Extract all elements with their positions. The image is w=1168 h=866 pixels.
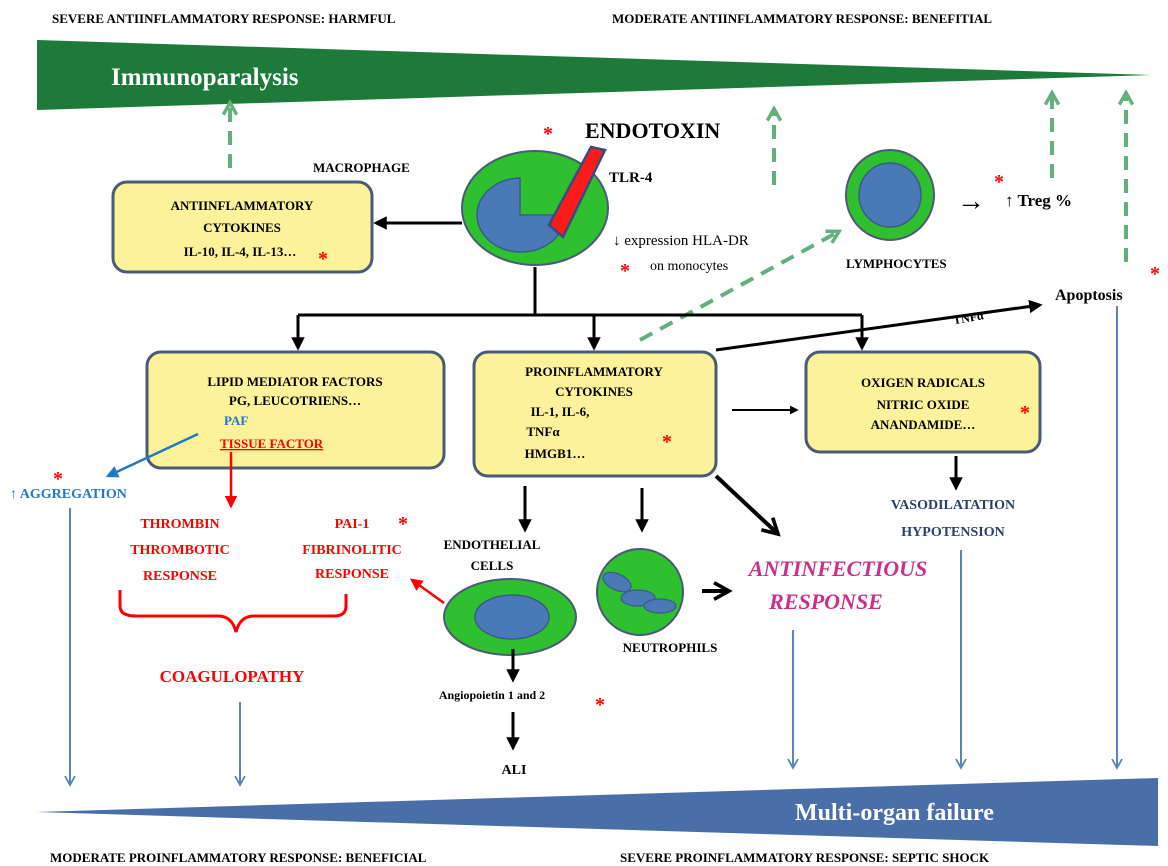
antinfectious-line2: RESPONSE bbox=[768, 589, 883, 614]
endothelial-nucleus bbox=[474, 594, 550, 640]
angiopoietin-label: Angiopoietin 1 and 2 bbox=[439, 688, 545, 702]
bottom-right-heading: SEVERE PROINFLAMMATORY RESPONSE: SEPTIC … bbox=[620, 850, 990, 865]
immunoparalysis-label: Immunoparalysis bbox=[111, 64, 299, 91]
asterisk-hla: * bbox=[620, 260, 630, 282]
tissue-factor-label: TISSUE FACTOR bbox=[220, 436, 324, 451]
antiinflammatory-line2: CYTOKINES bbox=[203, 220, 281, 235]
hla-dr-line1: ↓ expression HLA-DR bbox=[613, 233, 749, 249]
treg-label: ↑ Treg % bbox=[1005, 191, 1072, 210]
antinfectious-line1: ANTINFECTIOUS bbox=[747, 556, 927, 581]
antiinflammatory-line1: ANTIINFLAMMATORY bbox=[171, 198, 314, 213]
macrophage-nucleus bbox=[476, 177, 566, 253]
asterisk-pai1: * bbox=[398, 513, 408, 535]
pro-to-antinfectious-arrow bbox=[714, 474, 778, 534]
aggregation-label: ↑ AGGREGATION bbox=[10, 487, 127, 502]
macrophage-label: MACROPHAGE bbox=[313, 160, 410, 175]
immunoparalysis-arrows bbox=[230, 94, 1126, 342]
asterisk-oxygen: * bbox=[1020, 402, 1030, 424]
lymphocyte-nucleus bbox=[858, 162, 922, 228]
antiinflammatory-line3: IL-10, IL-4, IL-13… bbox=[184, 244, 297, 259]
neutrophils-label: NEUTROPHILS bbox=[623, 640, 718, 655]
asterisk-marks: * * * * * * * * * * bbox=[53, 123, 1160, 716]
oxygen-line3: ANANDAMIDE… bbox=[871, 417, 976, 432]
thrombin-line1: THROMBIN bbox=[140, 517, 219, 532]
tnf-apoptosis-arrow bbox=[715, 299, 1043, 352]
oxygen-radicals-box bbox=[804, 350, 1042, 454]
asterisk-aggregation: * bbox=[53, 468, 63, 490]
endothelial-line2: CELLS bbox=[471, 558, 514, 573]
bottom-left-heading: MODERATE PROINFLAMMATORY RESPONSE: BENEF… bbox=[50, 850, 427, 865]
multi-organ-failure-label: Multi-organ failure bbox=[795, 800, 994, 826]
lipid-mediator-box bbox=[145, 350, 446, 470]
lymphocytes-label: LYMPHOCYTES bbox=[846, 256, 947, 271]
asterisk-apoptosis: * bbox=[1150, 263, 1160, 285]
proinflammatory-line2: CYTOKINES bbox=[555, 384, 633, 399]
coagulopathy-brace bbox=[118, 590, 348, 633]
macrophage-output-tree bbox=[291, 267, 869, 351]
oxygen-line1: OXIGEN RADICALS bbox=[861, 375, 985, 390]
pai1-line3: RESPONSE bbox=[315, 567, 389, 582]
multi-organ-failure-banner bbox=[37, 778, 1158, 846]
lipid-line2: PG, LEUCOTRIENS… bbox=[229, 393, 361, 408]
hypotension-label: HYPOTENSION bbox=[901, 525, 1004, 540]
proinflammatory-line1: PROINFLAMMATORY bbox=[525, 364, 663, 379]
proinflammatory-line3: IL-1, IL-6, bbox=[531, 404, 590, 419]
endothelial-to-pai-arrow bbox=[409, 578, 445, 605]
pai1-line1: PAI-1 bbox=[335, 517, 370, 532]
top-right-heading: MODERATE ANTIINFLAMMATORY RESPONSE: BENE… bbox=[612, 11, 992, 26]
thrombin-line3: RESPONSE bbox=[143, 569, 217, 584]
antiinflammatory-cytokines-box bbox=[111, 180, 374, 274]
top-left-heading: SEVERE ANTIINFLAMMATORY RESPONSE: HARMFU… bbox=[52, 11, 396, 26]
endothelial-line1: ENDOTHELIAL bbox=[444, 537, 541, 552]
pai1-line2: FIBRINOLITIC bbox=[302, 543, 402, 558]
coagulopathy-label: COAGULOPATHY bbox=[160, 667, 305, 686]
asterisk-treg: * bbox=[994, 171, 1004, 193]
ali-label: ALI bbox=[502, 763, 527, 778]
proinflammatory-cytokines-box bbox=[472, 350, 718, 478]
oxygen-line2: NITRIC OXIDE bbox=[877, 397, 970, 412]
asterisk-proinflammatory: * bbox=[662, 431, 672, 453]
lipid-line1: LIPID MEDIATOR FACTORS bbox=[207, 374, 382, 389]
asterisk-antiinflammatory: * bbox=[318, 248, 328, 270]
tlr4-receptor bbox=[547, 145, 607, 240]
apoptosis-label: Apoptosis bbox=[1055, 287, 1123, 304]
paf-label: PAF bbox=[224, 413, 248, 428]
tlr4-label: TLR-4 bbox=[609, 170, 653, 186]
vasodilatation-label: VASODILATATION bbox=[891, 498, 1015, 513]
paf-aggregation-arrow bbox=[105, 432, 199, 478]
proinflammatory-line4: TNFα bbox=[526, 424, 560, 439]
asterisk-endotoxin: * bbox=[543, 123, 553, 145]
immunoparalysis-banner bbox=[37, 40, 1152, 110]
organ-failure-arrows bbox=[64, 306, 1123, 787]
endotoxin-label: ENDOTOXIN bbox=[585, 118, 720, 143]
treg-arrow: → bbox=[957, 186, 985, 217]
asterisk-angiopoietin: * bbox=[595, 694, 605, 716]
proinflammatory-line5: HMGB1… bbox=[525, 446, 586, 461]
neutrophil-nucleus bbox=[602, 571, 677, 614]
thrombin-line2: THROMBOTIC bbox=[130, 543, 230, 558]
hla-dr-line2: on monocytes bbox=[650, 259, 728, 274]
